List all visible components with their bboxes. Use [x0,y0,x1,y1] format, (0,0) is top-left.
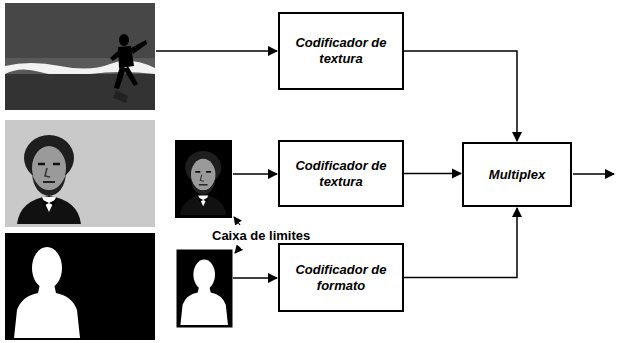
encoder-box: Codificador de textura [278,12,404,90]
flow-arrow [404,173,461,175]
box-text: Codificador de textura [280,158,402,190]
bounding-box-texture [175,140,232,218]
encoder-box: Codificador de textura [278,140,404,207]
encoder-box: Codificador de formato [278,243,404,312]
multiplexer-box: Multiplex [462,142,572,207]
bounding-box-shape [177,250,232,327]
flow-arrow [404,208,517,278]
box-text: Codificador de formato [280,262,402,294]
box-text: Multiplex [489,167,545,183]
scene-photo [5,3,155,110]
flow-arrow [404,51,517,141]
shape-mask [5,233,155,340]
callout-label: Caixa de limites [212,228,310,244]
output-arrow [573,173,614,175]
dancer-figure [110,34,147,103]
portrait-photo [5,120,155,227]
box-text: Codificador de textura [280,35,402,67]
